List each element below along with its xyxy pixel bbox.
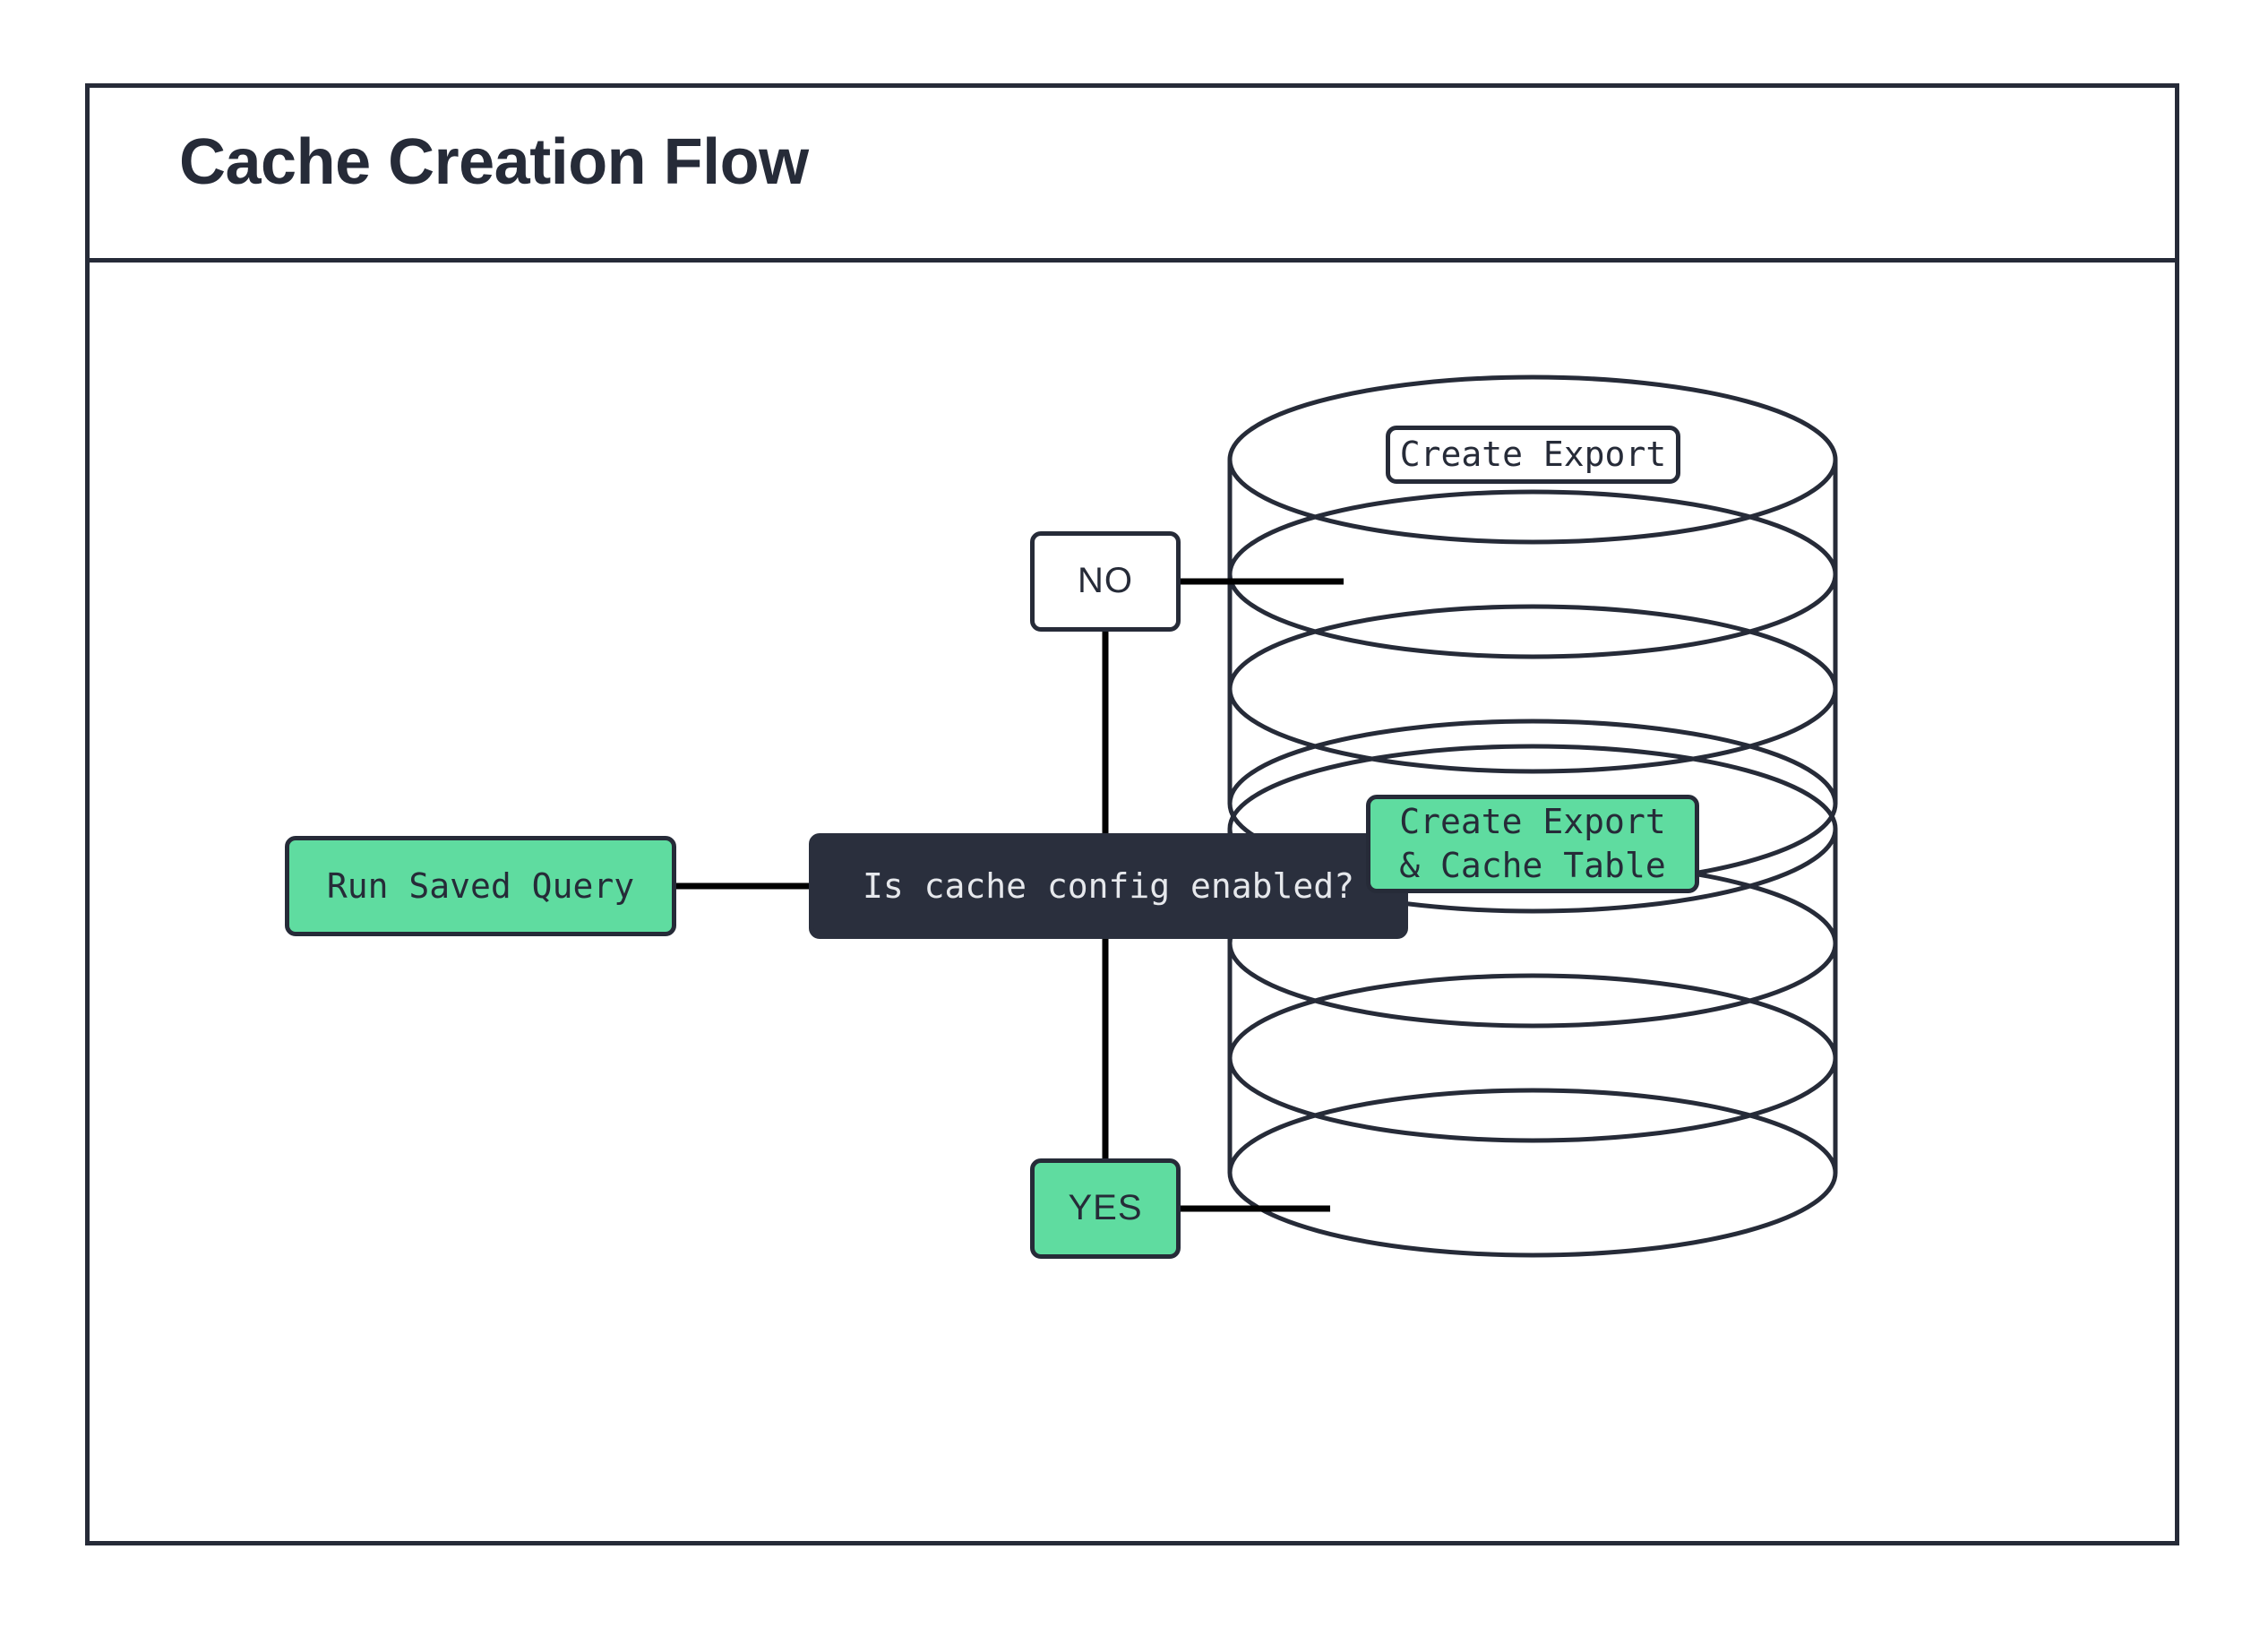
database-label-create-export[interactable]: Create Export: [1386, 426, 1680, 484]
database-label-create-export-cache-table[interactable]: Create Export & Cache Table: [1366, 795, 1699, 893]
page-title: Cache Creation Flow: [179, 126, 809, 198]
diagram-frame: Cache Creation Flow: [85, 83, 2179, 1545]
diagram-canvas: Run Saved Query Is cache config enabled?…: [90, 263, 2175, 1545]
node-run-saved-query[interactable]: Run Saved Query: [285, 836, 676, 936]
database-label-line-2: & Cache Table: [1399, 846, 1666, 885]
diagram-title-bar: Cache Creation Flow: [90, 88, 2175, 263]
node-is-cache-config-enabled[interactable]: Is cache config enabled?: [809, 833, 1408, 939]
branch-label-yes[interactable]: YES: [1030, 1158, 1181, 1259]
database-label-line-1: Create Export: [1399, 801, 1666, 841]
branch-label-no[interactable]: NO: [1030, 531, 1181, 632]
